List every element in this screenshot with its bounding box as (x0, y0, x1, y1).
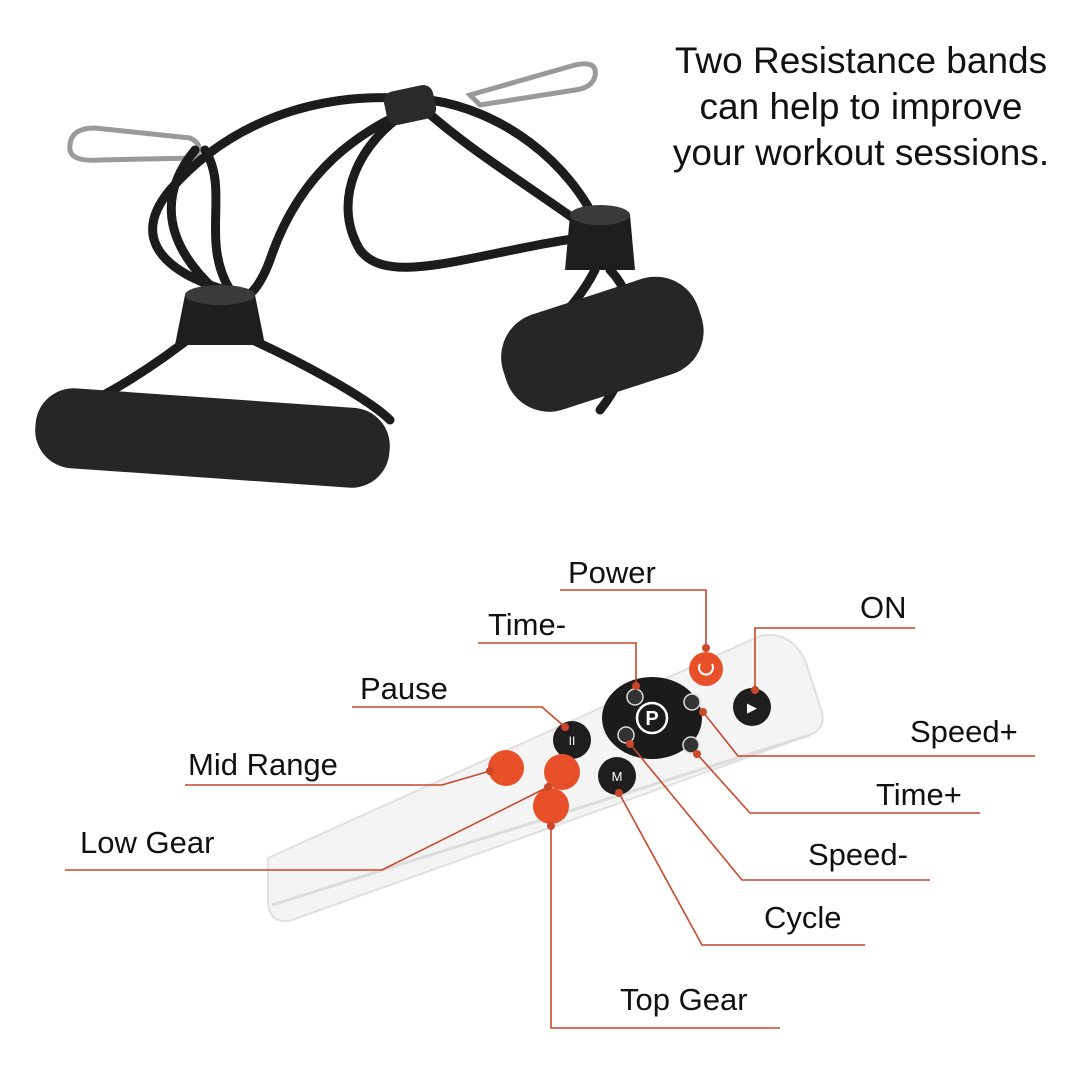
speed-plus-button[interactable] (683, 693, 701, 711)
handle-left (35, 388, 390, 488)
carabiner-right (465, 61, 598, 108)
time-minus-button[interactable] (626, 688, 644, 706)
label-speed-plus: Speed+ (910, 714, 1018, 749)
remote-control-image: P M II ▶ (267, 634, 824, 922)
cycle-button-glyph: M (612, 769, 623, 784)
label-low-gear: Low Gear (80, 825, 215, 860)
headline-line: Two Resistance bands (674, 40, 1048, 81)
carabiner-left (67, 125, 202, 163)
leader-lines (65, 589, 1035, 1029)
center-button-glyph: P (645, 708, 658, 730)
handle-right (501, 276, 704, 412)
resistance-bands-image (35, 61, 704, 488)
label-mid-range: Mid Range (188, 747, 338, 782)
headline-line: your workout sessions. (672, 132, 1050, 173)
label-time-minus: Time- (488, 607, 567, 642)
time-plus-button[interactable] (682, 736, 700, 754)
pause-button-glyph: II (569, 734, 576, 748)
mid-range-button[interactable] (488, 750, 524, 786)
cycle-button[interactable] (598, 757, 636, 795)
label-top-gear: Top Gear (620, 982, 748, 1017)
label-time-plus: Time+ (876, 777, 962, 812)
top-gear-button[interactable] (533, 788, 569, 824)
label-on: ON (860, 590, 907, 625)
label-cycle: Cycle (764, 900, 842, 935)
low-gear-button[interactable] (544, 754, 580, 790)
pause-button[interactable] (553, 721, 591, 759)
headline-line: can help to improve (699, 86, 1023, 127)
label-pause: Pause (360, 671, 448, 706)
power-button[interactable] (689, 652, 723, 686)
headline-text: Two Resistance bands can help to improve… (646, 38, 1076, 176)
speed-minus-button[interactable] (617, 726, 635, 744)
label-power: Power (568, 555, 656, 590)
leader-dots (486, 644, 759, 830)
on-button-glyph: ▶ (747, 701, 757, 716)
label-speed-minus: Speed- (808, 837, 908, 872)
on-button[interactable] (733, 688, 771, 726)
